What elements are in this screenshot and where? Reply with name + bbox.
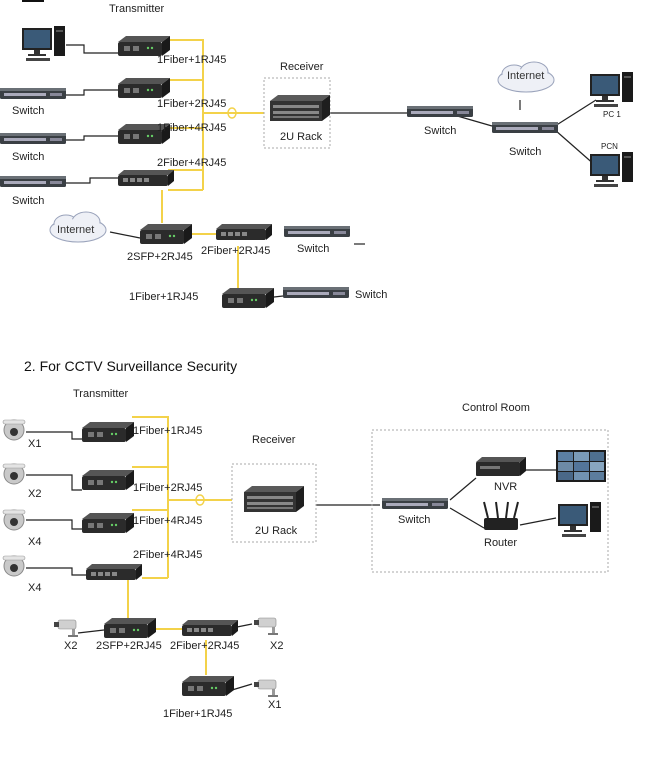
switch-label-2: Switch [12, 151, 44, 163]
section2-heading: 2. For CCTV Surveillance Security [24, 358, 237, 374]
transmitter-label-2: Transmitter [73, 388, 129, 400]
x1-label-a: X1 [28, 438, 41, 450]
video-wall-icon [556, 450, 606, 482]
pc-icon-pc1 [590, 72, 633, 107]
converter-1f1r-icon [118, 36, 170, 56]
bullet-camera-icon-3 [253, 679, 279, 698]
transmitter-label-1: Transmitter [109, 3, 165, 15]
converter-1f2r-icon-c [82, 470, 134, 490]
label-1fiber1rj45-b: 1Fiber+1RJ45 [129, 291, 198, 303]
fiber-coil-icon [227, 107, 237, 119]
switch-label-8: Switch [398, 514, 430, 526]
control-room-box [371, 429, 609, 573]
section1-marker [22, 0, 44, 2]
x2-label-b: X2 [64, 640, 77, 652]
x4-label-a: X4 [28, 536, 41, 548]
fiber-coil-icon-2 [195, 494, 205, 506]
bullet-camera-icon-2 [253, 617, 279, 636]
video-cables-2 [26, 431, 557, 691]
converter-2f4r-icon [118, 170, 174, 186]
receiver-label-1: Receiver [280, 61, 324, 73]
internet-label-1: Internet [507, 70, 544, 82]
switch-label-4: Switch [424, 125, 456, 137]
dome-camera-icon-1 [2, 419, 26, 441]
x4-label-b: X4 [28, 582, 41, 594]
switch-label-7: Switch [355, 289, 387, 301]
label-2fiber4rj45-c: 2Fiber+4RJ45 [133, 549, 202, 561]
receiver-box-1 [263, 77, 331, 149]
pc-icon [22, 26, 65, 61]
fiber-links-2 [127, 416, 232, 675]
router-icon [483, 501, 519, 530]
switch-label-1: Switch [12, 105, 44, 117]
bullet-camera-icon-1 [53, 619, 79, 638]
label-2fiber2rj45-c: 2Fiber+2RJ45 [170, 640, 239, 652]
x2-label-c: X2 [270, 640, 283, 652]
label-2fiber4rj45-a: 2Fiber+4RJ45 [157, 157, 226, 169]
control-room-label: Control Room [462, 402, 530, 414]
switch-label-6: Switch [297, 243, 329, 255]
label-1fiber1rj45-a: 1Fiber+1RJ45 [157, 54, 226, 66]
switch-icon-2 [0, 133, 66, 144]
pc1-label: PC 1 [603, 110, 621, 119]
label-2sfp2rj45-a: 2SFP+2RJ45 [127, 251, 193, 263]
label-1fiber2rj45-c: 1Fiber+2RJ45 [133, 482, 202, 494]
converter-2sfp2r-icon-c [104, 618, 156, 638]
converter-1f1r-icon-d [182, 676, 234, 696]
receiver-box-2 [231, 463, 317, 543]
x1-label-b: X1 [268, 699, 281, 711]
label-1fiber1rj45-d: 1Fiber+1RJ45 [163, 708, 232, 720]
nvr-icon [476, 457, 526, 476]
converter-2f2r-icon [216, 224, 272, 240]
pcn-label: PCN [601, 142, 618, 151]
dome-camera-icon-3 [2, 509, 26, 531]
fiber-links-1 [161, 39, 264, 288]
switch-icon-8 [382, 498, 448, 509]
switch-icon-6 [284, 226, 350, 237]
switch-icon-7 [283, 287, 349, 298]
switch-icon-3 [0, 176, 66, 187]
label-1fiber2rj45-a: 1Fiber+2RJ45 [157, 98, 226, 110]
converter-2sfp2r-icon [140, 224, 192, 244]
dome-camera-icon-4 [2, 555, 26, 577]
router-label: Router [484, 537, 517, 549]
rack-label-1: 2U Rack [280, 131, 323, 143]
switch-icon-5 [492, 122, 558, 133]
switch-icon-4 [407, 106, 473, 117]
pc-icon-control [558, 502, 601, 537]
label-1fiber4rj45-c: 1Fiber+4RJ45 [133, 515, 202, 527]
pc-icon-pcn [590, 152, 633, 187]
receiver-label-2: Receiver [252, 434, 296, 446]
label-1fiber1rj45-c: 1Fiber+1RJ45 [133, 425, 202, 437]
rack-label-2: 2U Rack [255, 525, 298, 537]
converter-1f4r-icon-c [82, 513, 134, 533]
rack-icon-2 [244, 486, 304, 512]
x2-label-a: X2 [28, 488, 41, 500]
converter-1f1r-icon-c [82, 422, 134, 442]
switch-label-5: Switch [509, 146, 541, 158]
converter-1f1r-icon-b [222, 288, 274, 308]
internet-label-2: Internet [57, 224, 94, 236]
dome-camera-icon-2 [2, 463, 26, 485]
switch-label-3: Switch [12, 195, 44, 207]
label-2fiber2rj45-a: 2Fiber+2RJ45 [201, 245, 270, 257]
converter-2f2r-icon-c [182, 620, 238, 636]
switch-icon-1 [0, 88, 66, 99]
label-2sfp2rj45-c: 2SFP+2RJ45 [96, 640, 162, 652]
rack-icon-1 [270, 95, 330, 121]
converter-1f2r-icon [118, 78, 170, 98]
nvr-label: NVR [494, 481, 517, 493]
converter-2f4r-icon-c [86, 564, 142, 580]
label-1fiber4rj45-a: 1Fiber+4RJ45 [157, 122, 226, 134]
